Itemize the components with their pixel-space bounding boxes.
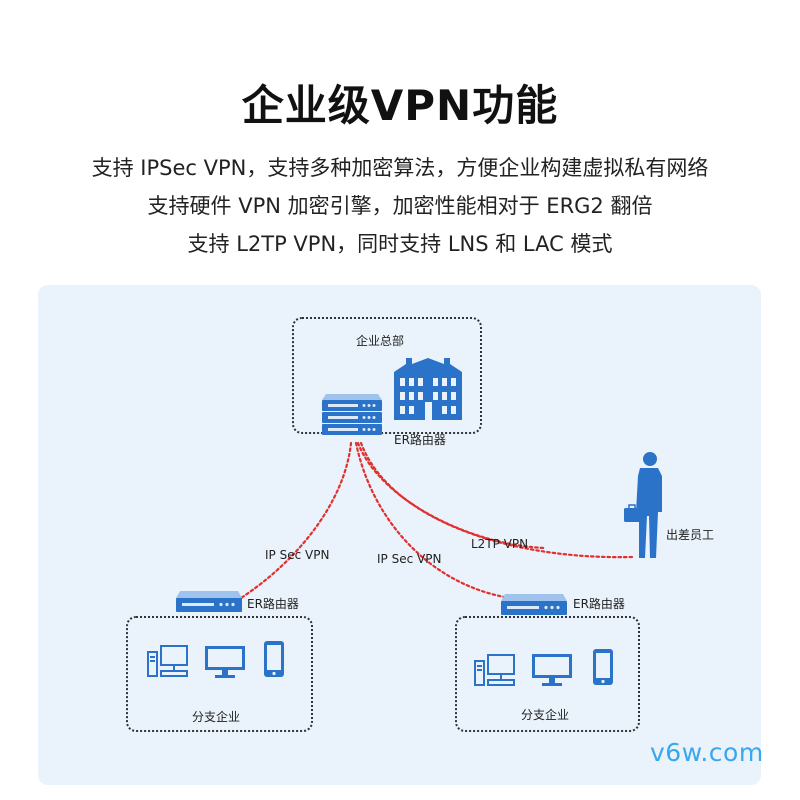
- monitor-icon: [532, 654, 572, 686]
- feature-line-ipsec: 支持 IPSec VPN，支持多种加密算法，方便企业构建虚拟私有网络: [91, 156, 709, 180]
- watermark: v6w.com: [650, 738, 764, 767]
- traveling-employee-icon: [624, 452, 662, 558]
- building-icon: [394, 358, 462, 420]
- desktop-pc-icon: [474, 654, 515, 686]
- smartphone-icon: [264, 641, 284, 677]
- ipsec-right-label: IP Sec VPN: [377, 552, 442, 566]
- branch-left-router-icon: [176, 591, 242, 612]
- branch-left-site-label: 分支企业: [192, 710, 241, 724]
- feature-line-hardware: 支持硬件 VPN 加密引擎，加密性能相对于 ERG2 翻倍: [147, 194, 653, 218]
- branch-right-router-icon: [501, 594, 567, 615]
- ipsec-link-left: [236, 441, 353, 602]
- desktop-pc-icon: [147, 645, 188, 677]
- ipsec-left-label: IP Sec VPN: [265, 548, 330, 562]
- l2tp-link-inner: [356, 441, 547, 550]
- branch-right-box: [455, 616, 640, 732]
- branch-left-box: [126, 616, 313, 732]
- hq-label: 企业总部: [356, 334, 405, 348]
- hq-box: [292, 317, 482, 434]
- l2tp-label: L2TP VPN: [471, 537, 529, 551]
- monitor-icon: [205, 646, 245, 678]
- branch-right-site-label: 分支企业: [521, 708, 570, 722]
- traveling-employee-label: 出差员工: [666, 528, 715, 542]
- hq-router-label: ER路由器: [394, 433, 446, 447]
- page-title: 企业级VPN功能: [241, 81, 559, 130]
- smartphone-icon: [593, 649, 613, 685]
- ipsec-link-right: [354, 441, 512, 600]
- hq-router-icon: [322, 394, 382, 435]
- branch-left-router-label: ER路由器: [247, 597, 299, 611]
- branch-right-router-label: ER路由器: [573, 597, 625, 611]
- feature-line-l2tp: 支持 L2TP VPN，同时支持 LNS 和 LAC 模式: [187, 232, 613, 256]
